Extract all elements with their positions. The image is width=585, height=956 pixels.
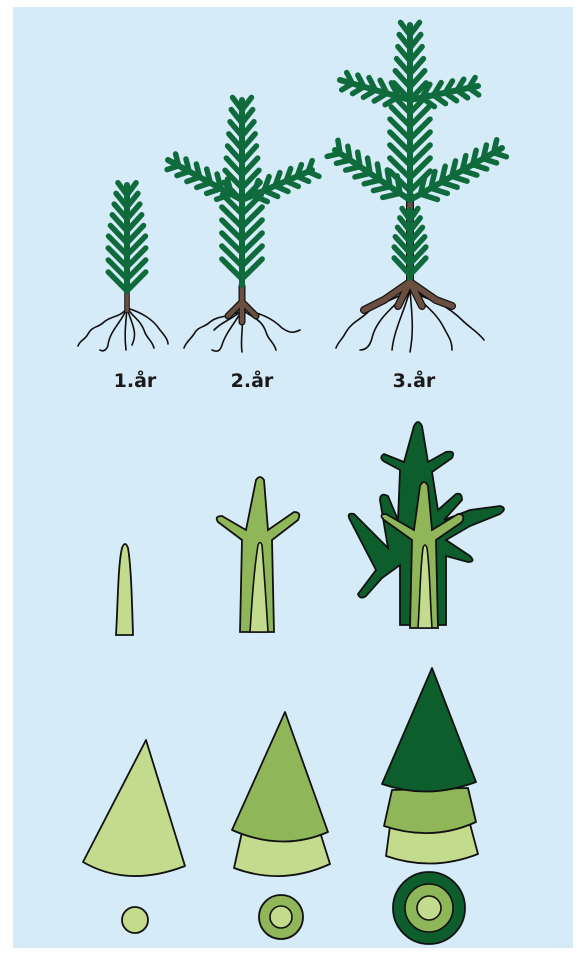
foliage-year-2-right-branch	[242, 161, 319, 202]
growth-rings-year-1	[122, 907, 148, 933]
year-3-label: 3.år	[393, 368, 436, 392]
cone-year-2	[232, 712, 330, 876]
cone-year-1	[83, 740, 185, 876]
foliage-year-1	[108, 183, 145, 291]
foliage-year-3-upper	[390, 22, 430, 200]
roots-year-1	[78, 308, 168, 351]
roots-year-3	[336, 290, 484, 352]
foliage-year-3-lower	[394, 208, 426, 278]
year-1-label: 1.år	[114, 368, 157, 392]
shoot-diagram-year-2	[217, 477, 300, 632]
seedling-year-2	[167, 97, 319, 352]
growth-rings-year-2	[259, 895, 303, 939]
year-2-label: 2.år	[231, 368, 274, 392]
seedling-year-1	[78, 183, 168, 351]
shoot-diagram-year-1	[116, 544, 133, 635]
growth-rings-year-3	[393, 872, 465, 944]
cone-year-3	[382, 668, 478, 864]
seedling-year-3	[327, 22, 506, 352]
shoot-diagram-year-3	[349, 422, 504, 628]
